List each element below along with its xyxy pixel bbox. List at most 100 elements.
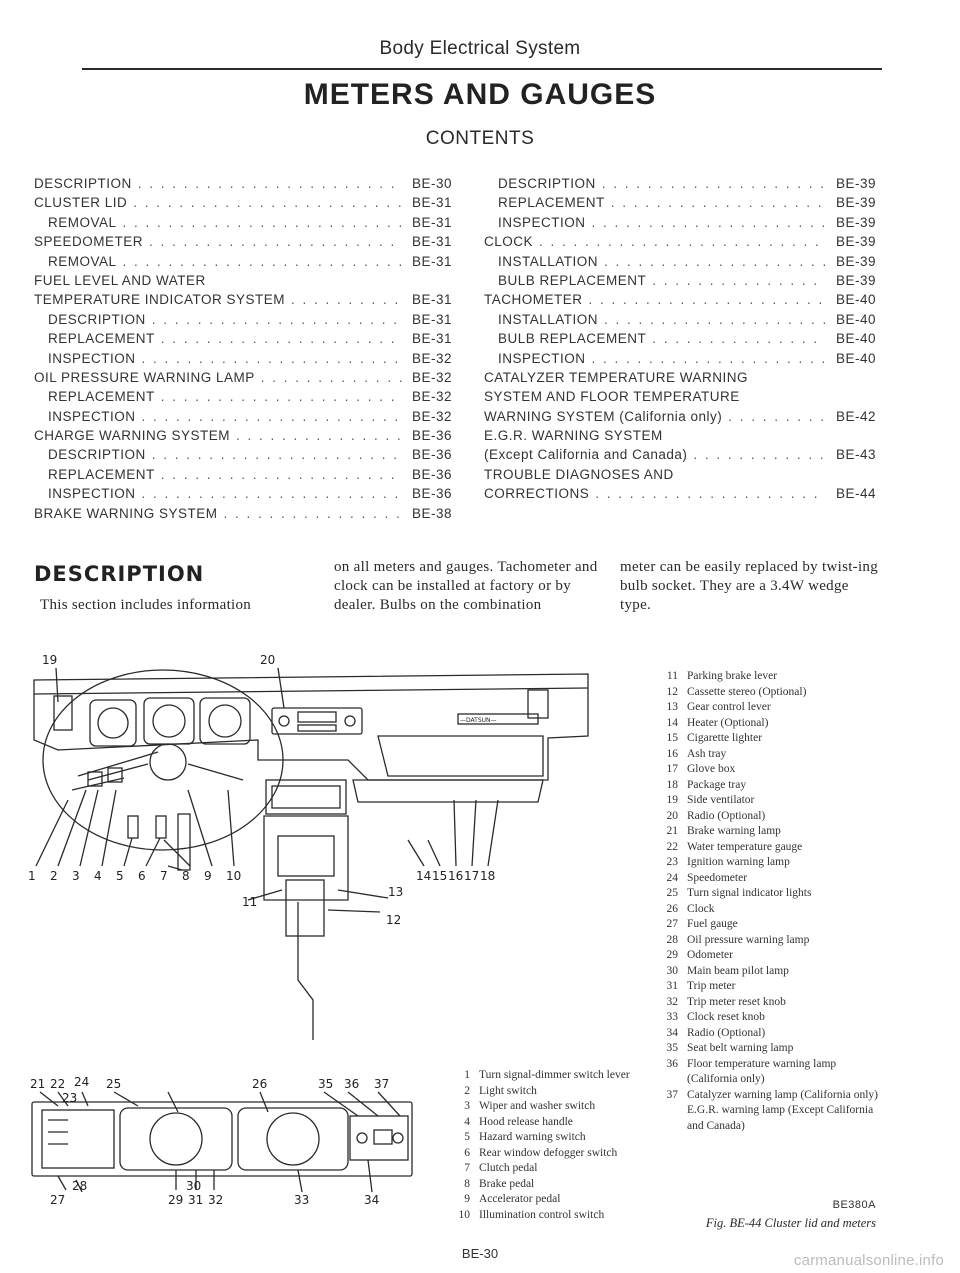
legend-number: 24 bbox=[666, 871, 679, 884]
toc-leader-dots bbox=[161, 331, 402, 346]
callout-11: 11 bbox=[242, 895, 257, 909]
toc-entry-label: BRAKE WARNING SYSTEM bbox=[34, 505, 218, 521]
legend-number: 1 bbox=[464, 1069, 470, 1081]
legend-number: 20 bbox=[666, 809, 679, 822]
toc-leader-dots bbox=[161, 389, 402, 404]
toc-entry-label: INSTALLATION bbox=[498, 253, 599, 269]
legend-number: 25 bbox=[666, 887, 679, 899]
toc-leader-dots bbox=[604, 312, 826, 327]
legend-number: 27 bbox=[666, 918, 679, 930]
legend-number: 7 bbox=[464, 1162, 470, 1174]
legend-text: Odometer bbox=[687, 949, 733, 961]
callout-18: 18 bbox=[480, 869, 495, 883]
toc-entry-page: BE-32 bbox=[411, 389, 452, 405]
legend-number: 10 bbox=[458, 1208, 471, 1221]
callout-17: 17 bbox=[464, 869, 479, 883]
legend-text: Fuel gauge bbox=[687, 918, 738, 930]
callout-25: 25 bbox=[106, 1077, 121, 1091]
figure-caption: Fig. BE-44 Cluster lid and meters bbox=[705, 1216, 876, 1230]
legend-text: Ignition warning lamp bbox=[687, 856, 790, 868]
callout-34: 34 bbox=[364, 1193, 379, 1207]
toc-entry: INSTALLATION BE-40 bbox=[484, 312, 876, 331]
toc-leader-dots bbox=[161, 467, 402, 482]
toc-entry-page: BE-36 bbox=[411, 466, 452, 482]
toc-leader-dots bbox=[152, 447, 402, 462]
toc-entry-label: REPLACEMENT bbox=[48, 331, 155, 347]
toc-right-column: DESCRIPTIONBE-39REPLACEMENTBE-39INSPECTI… bbox=[484, 176, 876, 506]
toc-entry-page: BE-31 bbox=[411, 253, 452, 269]
toc-entry-label: TROUBLE DIAGNOSES AND bbox=[484, 466, 674, 482]
toc-entry: BULB REPLACEMENTBE-39 bbox=[484, 273, 876, 292]
toc-entry-label: BULB REPLACEMENT bbox=[498, 331, 647, 347]
legend-number: 15 bbox=[666, 732, 679, 744]
legend-number: 21 bbox=[666, 825, 679, 837]
legend-number: 17 bbox=[666, 763, 679, 775]
toc-entry-label: INSPECTION bbox=[48, 408, 136, 424]
legend-text: Light switch bbox=[479, 1084, 537, 1097]
header-rule bbox=[82, 68, 882, 70]
toc-entry-page: BE-39 bbox=[835, 176, 876, 191]
callout-8: 8 bbox=[182, 869, 190, 883]
toc-leader-dots bbox=[236, 428, 402, 443]
toc-entry-label: REPLACEMENT bbox=[48, 466, 155, 482]
toc-entry-label: INSTALLATION bbox=[498, 311, 599, 327]
legend-text: Hazard warning switch bbox=[479, 1131, 586, 1143]
toc-entry-label: DESCRIPTION bbox=[48, 311, 146, 327]
legend-text: Parking brake lever bbox=[687, 670, 778, 682]
toc-leader-dots bbox=[693, 447, 826, 462]
toc-entry-page: BE-31 bbox=[411, 311, 452, 327]
toc-entry-page: BE-36 bbox=[411, 486, 452, 502]
toc-entry-label: DESCRIPTION bbox=[498, 176, 596, 191]
legend-text: Rear window defogger switch bbox=[479, 1146, 618, 1159]
legend-text: Catalyzer warning lamp (California only)… bbox=[687, 1088, 878, 1132]
callout-3: 3 bbox=[72, 869, 80, 883]
toc-entry: INSPECTIONBE-36 bbox=[34, 486, 452, 505]
toc-leader-dots bbox=[138, 176, 402, 191]
toc-entry: (Except California and Canada)BE-43 bbox=[484, 447, 876, 466]
toc-entry-label: CHARGE WARNING SYSTEM bbox=[34, 428, 231, 444]
watermark: carmanualsonline.info bbox=[793, 1252, 944, 1269]
callout-36: 36 bbox=[344, 1077, 359, 1091]
toc-entry: CLOCKBE-39 bbox=[484, 234, 876, 253]
legend-text: Package tray bbox=[687, 778, 747, 791]
toc-entry-label: TEMPERATURE INDICATOR SYSTEM bbox=[34, 292, 286, 308]
toc-entry-page: BE-40 bbox=[835, 311, 876, 327]
toc-entry-label: E.G.R. WARNING SYSTEM bbox=[484, 428, 663, 444]
radio-brand-label: —DATSUN— bbox=[460, 717, 497, 724]
toc-leader-dots bbox=[123, 215, 402, 230]
legend-number: 22 bbox=[666, 840, 679, 853]
callout-20: 20 bbox=[260, 653, 275, 667]
toc-entry-label: OIL PRESSURE WARNING LAMP bbox=[34, 369, 255, 385]
legend-number: 2 bbox=[464, 1084, 470, 1097]
toc-entry-page: BE-42 bbox=[835, 408, 876, 424]
callout-33: 33 bbox=[294, 1193, 309, 1207]
legend-text: Hood release handle bbox=[479, 1115, 573, 1128]
toc-entry: CORRECTIONSBE-44 bbox=[484, 486, 876, 505]
toc-leader-dots bbox=[224, 506, 402, 521]
toc-entry: CATALYZER TEMPERATURE WARNING bbox=[484, 370, 876, 389]
toc-entry: E.G.R. WARNING SYSTEM bbox=[484, 428, 876, 447]
dashboard-illustration: 19 20 1 2 3 4 5 6 7 8 9 10 11 12 13 14 1… bbox=[28, 653, 589, 1207]
toc-entry-label: CORRECTIONS bbox=[484, 486, 590, 502]
callout-21: 21 bbox=[30, 1077, 45, 1091]
toc-entry-page: BE-31 bbox=[411, 195, 452, 211]
legend-text: Radio (Optional) bbox=[687, 1026, 766, 1039]
toc-entry: SYSTEM AND FLOOR TEMPERATURE bbox=[484, 389, 876, 408]
legend-text: Side ventilator bbox=[687, 794, 755, 806]
